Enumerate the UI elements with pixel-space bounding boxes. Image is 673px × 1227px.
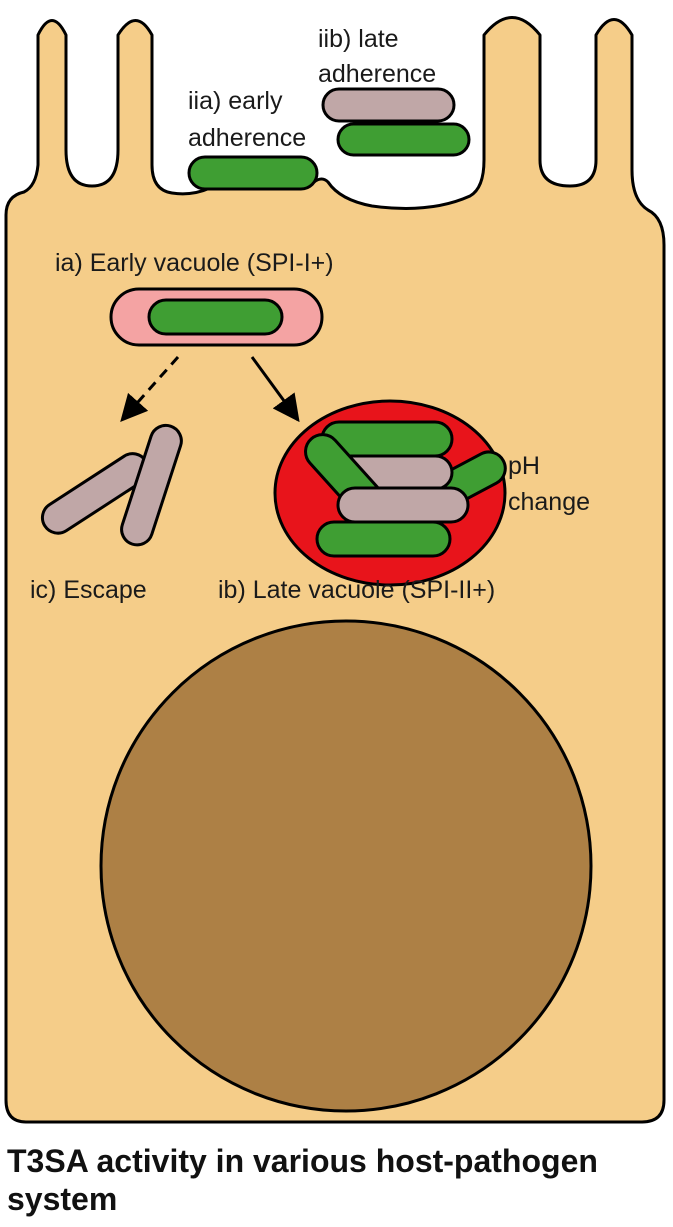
bacterium-escape-vertical [120,423,183,547]
bacterium-vacuole-6 [315,520,452,558]
late-vacuole-bacteria [304,420,507,558]
nucleus [99,619,593,1113]
label-early-adherence: iia) early adherence [188,87,306,152]
bacterium-late-adherence-inactive [321,87,456,123]
host-cell-diagram: iib) late adherence iia) early adherence… [4,16,666,1124]
bacterium-late-adherence-active [336,122,471,157]
label-late-vacuole: ib) Late vacuole (SPI-II+) [218,576,495,604]
label-early-vacuole: ia) Early vacuole (SPI-I+) [55,249,334,277]
arrow-to-late-vacuole [250,356,300,423]
figure-caption: T3SA activity in various host-pathogen s… [7,1143,598,1217]
label-ph-change: pH change [508,452,590,516]
bacterium-early-vacuole [147,298,284,336]
label-late-adherence: iib) late adherence [318,25,436,88]
label-escape: ic) Escape [30,576,147,604]
bacterium-early-adherence [187,155,319,191]
arrow-to-escape [120,356,180,423]
bacterium-vacuole-5 [336,486,470,524]
